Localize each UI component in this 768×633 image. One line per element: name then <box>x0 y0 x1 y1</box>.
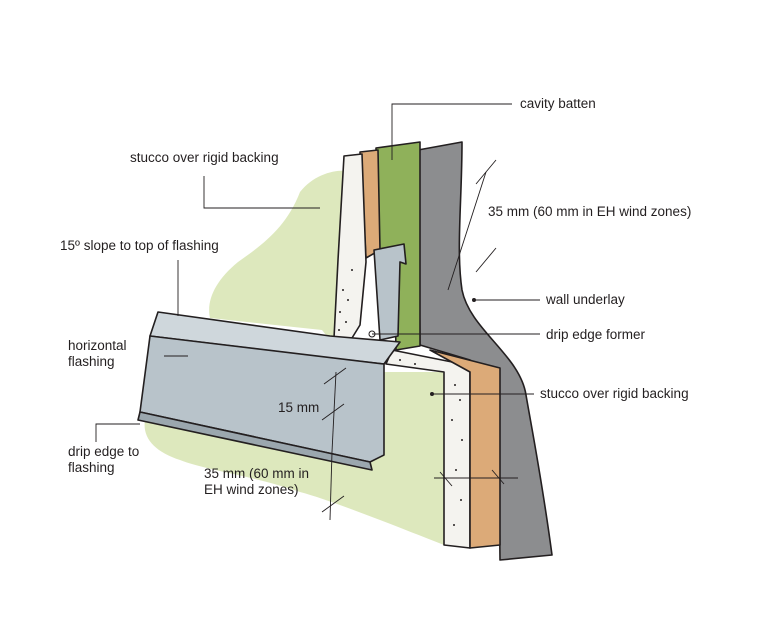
stucco-stipple <box>338 269 463 526</box>
timber-lower <box>429 349 501 549</box>
lower-stucco-backing-area <box>144 372 444 545</box>
leader-drip-edge <box>95 423 140 442</box>
upper-stucco-backing-area <box>209 170 355 340</box>
label-stucco-bottom: stucco over rigid backing <box>540 386 689 401</box>
horizontal-flashing-front <box>139 335 385 463</box>
label-wall-underlay: wall underlay <box>545 292 625 307</box>
drip-edge-lip <box>137 411 373 471</box>
label-drip-edge-former: drip edge former <box>546 327 646 342</box>
label-drip-edge-1: drip edge to <box>68 444 139 459</box>
dimension-35mm-top <box>447 159 497 291</box>
wall-framing <box>417 141 553 561</box>
label-dim-15: 15 mm <box>278 400 319 415</box>
dimension-35mm-bottom <box>321 451 518 521</box>
leader-stucco-top <box>203 176 320 209</box>
label-horizontal-flashing-1: horizontal <box>68 338 127 353</box>
leader-cavity-batten <box>391 103 512 160</box>
label-stucco-top: stucco over rigid backing <box>130 150 279 165</box>
label-drip-edge-2: flashing <box>68 460 115 475</box>
label-horizontal-flashing-2: flashing <box>68 354 115 369</box>
dimension-15mm <box>321 367 347 453</box>
label-dim-35-top: 35 mm (60 mm in EH wind zones) <box>488 204 691 219</box>
label-cavity-batten: cavity batten <box>520 96 596 111</box>
label-slope: 15º slope to top of flashing <box>60 238 219 253</box>
label-dim-35-bottom-2: EH wind zones) <box>204 482 299 497</box>
stucco-layer-upper <box>333 153 367 339</box>
label-dim-35-bottom-1: 35 mm (60 mm in <box>204 466 309 481</box>
